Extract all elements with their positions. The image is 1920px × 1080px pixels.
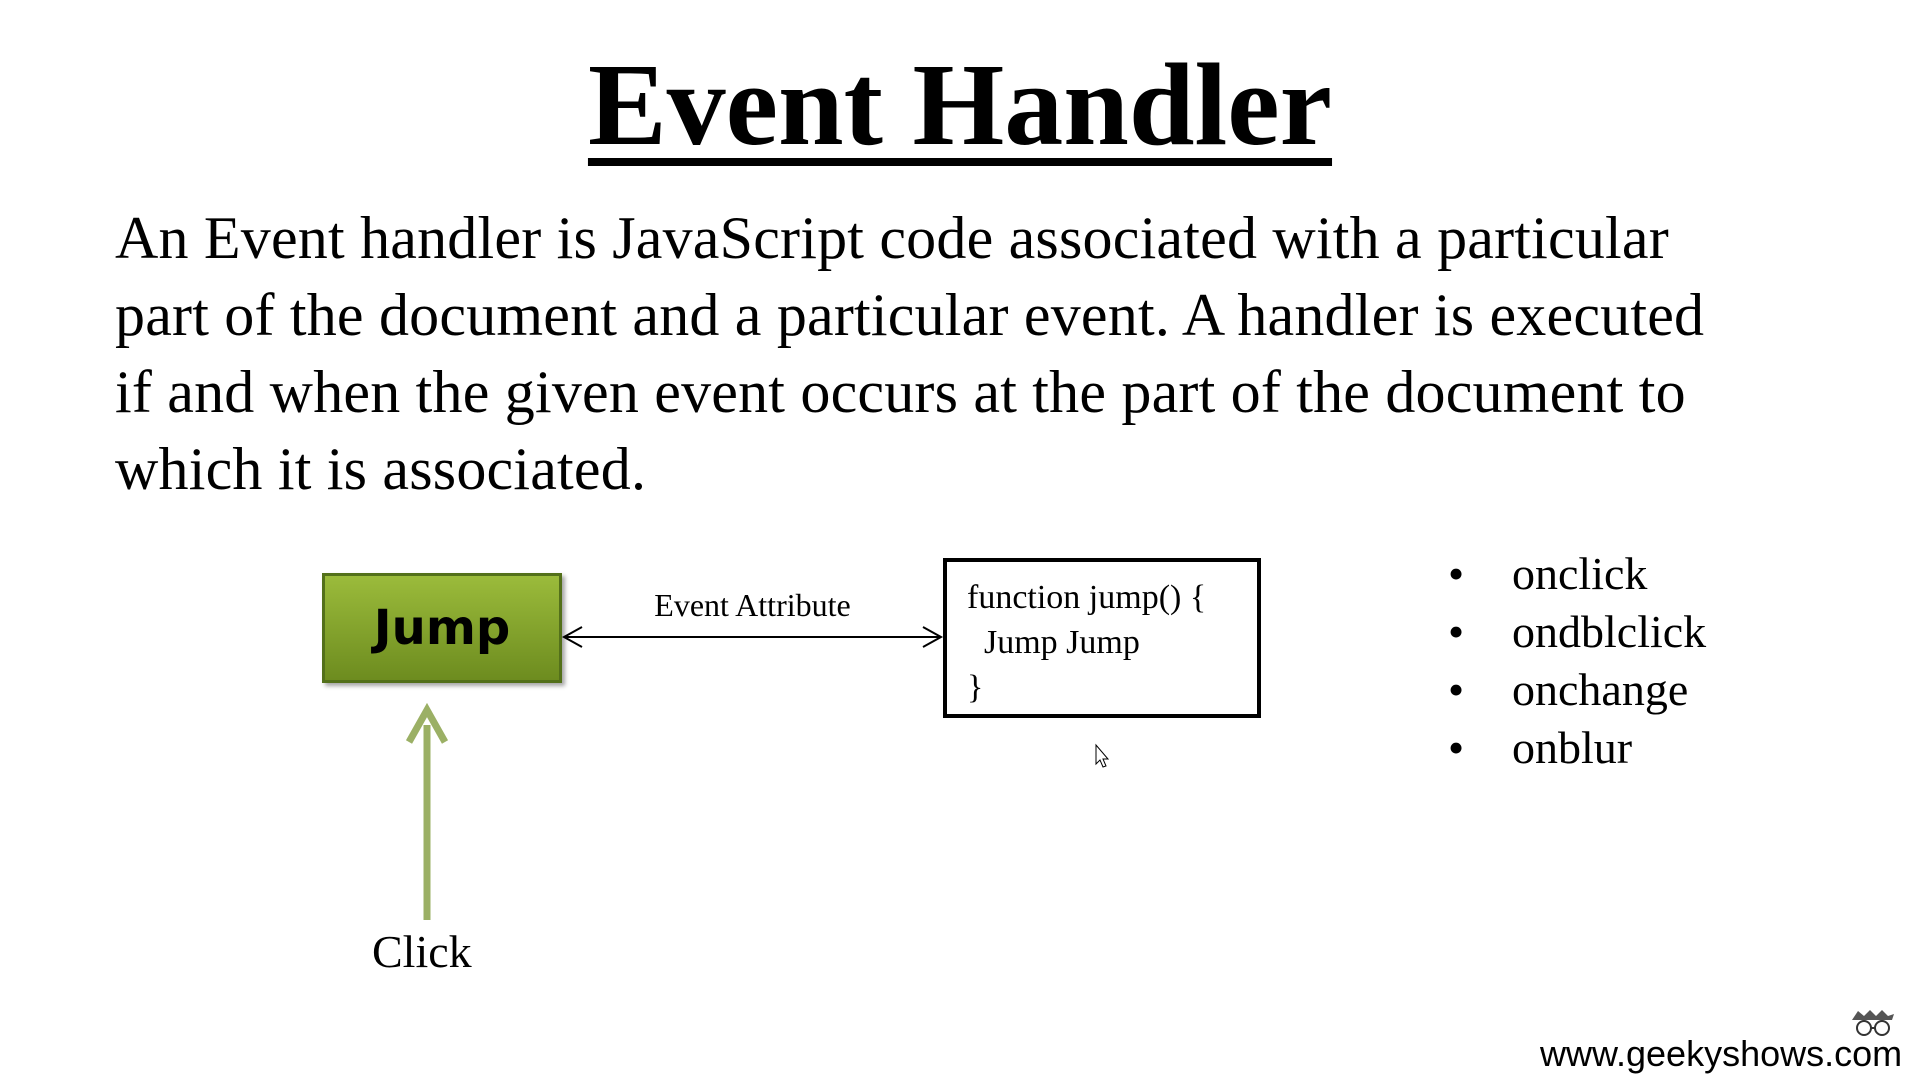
jump-button[interactable]: Jump <box>322 573 562 683</box>
event-item: onchange <box>1440 661 1706 719</box>
code-line: function jump() { <box>967 579 1207 616</box>
paragraph-line: part of the document and a particular ev… <box>115 282 1705 348</box>
click-label: Click <box>372 926 472 977</box>
event-item: onclick <box>1440 545 1706 603</box>
paragraph-line: if and when the given event occurs at th… <box>115 359 1686 425</box>
arrow-head-right <box>922 626 944 648</box>
event-item: ondblclick <box>1440 603 1706 661</box>
mouse-cursor-icon <box>1095 743 1110 768</box>
website-watermark: www.geekyshows.com <box>1540 1033 1903 1074</box>
jump-button-label: Jump <box>373 600 511 656</box>
click-arrow-head <box>405 702 449 744</box>
paragraph-line: An Event handler is JavaScript code asso… <box>115 205 1669 271</box>
arrow-head-left <box>561 626 583 648</box>
code-line: Jump Jump <box>967 624 1140 661</box>
slide-title-text: Event Handler <box>587 39 1333 170</box>
paragraph-line: which it is associated. <box>115 436 647 502</box>
event-list: onclick ondblclick onchange onblur <box>1440 545 1706 777</box>
code-line: } <box>967 669 984 706</box>
function-code-box: function jump() { Jump Jump } <box>943 558 1261 718</box>
event-item: onblur <box>1440 719 1706 777</box>
event-attribute-label: Event Attribute <box>654 587 851 623</box>
geek-glasses-icon <box>1852 1010 1894 1036</box>
slide-title: Event Handler <box>0 40 1920 170</box>
definition-paragraph: An Event handler is JavaScript code asso… <box>115 200 1875 508</box>
